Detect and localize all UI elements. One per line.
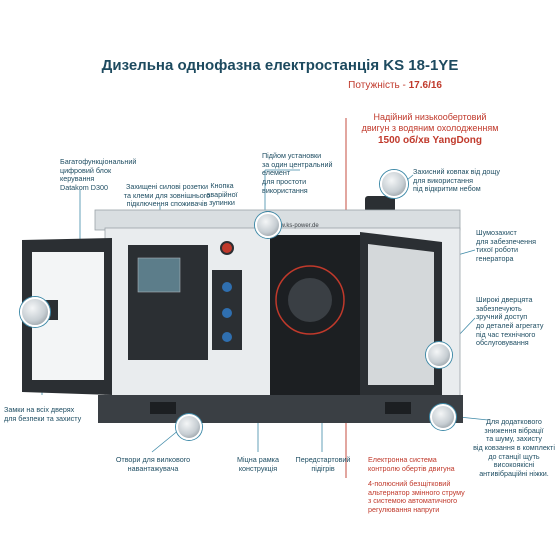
callout-line: від ковзання в комплекті [473, 442, 555, 452]
callout-line: Для додаткового [486, 417, 542, 426]
callout-line: конструкція [238, 463, 278, 473]
callout-line: Передстартовий [295, 455, 351, 464]
door-detail-bubble [426, 342, 452, 368]
alternator-callout: 4-полюсний безщітковий альтернатор змінн… [368, 479, 465, 515]
engine-block [288, 278, 332, 322]
callout-line: керування [60, 174, 95, 184]
engine-line-2: двигун з водяним охолодженням [361, 123, 499, 134]
vibration-detail-bubble [430, 404, 456, 430]
callout-line: до станції щуть [488, 451, 540, 461]
ecu-callout: Електронна система контролю обертів двиг… [368, 455, 455, 473]
noise-callout: Шумозахист для забезпечення тихої роботи… [476, 228, 536, 264]
lifting-detail-bubble [255, 212, 281, 238]
emergency-stop-button [220, 241, 234, 255]
callout-line: Замки на всіх дверях [4, 405, 75, 414]
callout-line: підключення споживачів [126, 199, 208, 209]
socket-3 [222, 332, 232, 342]
fork-pocket-right [385, 402, 411, 414]
callout-line: Електронна система [368, 455, 437, 464]
callout-line: антивібраційні ніжки. [479, 468, 549, 478]
callout-line: та клеми для зовнішнього [123, 190, 211, 200]
callout-line: під час технічного [476, 329, 536, 339]
doors-callout: Широкі дверцята забезпечують зручний дос… [476, 295, 544, 348]
callout-line: зручний доступ [476, 312, 528, 322]
callout-line: для забезпечення [476, 236, 536, 246]
datakom-controller [137, 257, 181, 293]
callout-line: Міцна рамка [237, 455, 279, 464]
callout-line: Підйом установки [262, 151, 322, 160]
socket-2 [222, 308, 232, 318]
lifting-callout: Підйом установки за один центральний еле… [262, 151, 333, 195]
callout-line: аварійної [206, 189, 238, 199]
callout-line: та шуму, захисту [486, 434, 542, 444]
callout-line: зупинки [209, 198, 235, 208]
vibration-callout: Для додаткового зниження вібрації та шум… [470, 417, 558, 478]
callout-line: контролю обертів двигуна [368, 463, 455, 473]
callout-line: навантажувача [127, 463, 179, 473]
fork-pocket-left [150, 402, 176, 414]
power-label: Потужність - [348, 80, 406, 91]
callout-line: Шумозахист [476, 228, 517, 237]
rain-cap-callout: Захисний ковпак від дощу для використанн… [413, 167, 500, 194]
callout-line: під відкритим небом [413, 184, 481, 194]
callout-line: Datakom D300 [60, 182, 108, 192]
callout-line: Захищені силові розетки [126, 182, 208, 191]
callout-line: забезпечують [476, 303, 522, 313]
engine-line-3: 1500 об/хв YangDong [377, 134, 483, 146]
exhaust-pipe [365, 196, 395, 212]
callout-line: використання [262, 185, 308, 195]
model-name: KS 18-1YE [383, 57, 459, 74]
website-label: www.ks-power.de [272, 223, 319, 229]
title-text: Дизельна однофазна електростанція [101, 57, 380, 74]
callout-line: для використання [413, 175, 473, 185]
socket-1 [222, 282, 232, 292]
locks-callout: Замки на всіх дверях для безпеки та захи… [4, 405, 82, 423]
callout-line: генератора [476, 253, 514, 263]
callout-line: до деталей агрегату [476, 320, 544, 330]
power-value: 17.6/16 [408, 80, 442, 91]
preheat-callout: Передстартовий підігрів [290, 455, 356, 473]
frame-callout: Міцна рамка конструкція [228, 455, 288, 473]
callout-line: обслуговування [476, 338, 529, 348]
callout-line: 4-полюсний безщітковий [368, 479, 451, 488]
fork-detail-bubble [176, 414, 202, 440]
page-title: Дизельна однофазна електростанція KS 18-… [0, 57, 560, 74]
callout-line: тихої роботи [476, 245, 519, 255]
callout-line: Багатофункціональний [60, 157, 137, 166]
noise-insulation-panel [368, 244, 434, 385]
power-line: Потужність - 17.6/16 [348, 80, 442, 91]
callout-line: для простоти [262, 176, 307, 186]
callout-line: високоякісні [493, 460, 535, 470]
estop-callout: Кнопка аварійної зупинки [200, 181, 244, 208]
engine-highlight: Надійний низькообертовий двигун з водяни… [345, 112, 515, 147]
callout-line: альтернатор змінного струму [368, 487, 465, 497]
fork-callout: Отвори для вилкового навантажувача [108, 455, 198, 473]
rain-cap-detail-bubble [380, 170, 408, 198]
engine-line-1: Надійний низькообертовий [373, 112, 487, 122]
sockets-callout: Захищені силові розетки та клеми для зов… [112, 182, 222, 209]
callout-line: для безпеки та захисту [4, 413, 82, 423]
callout-line: цифровий блок [60, 165, 112, 175]
engine-highlight-ring [275, 265, 345, 335]
callout-line: Отвори для вилкового [115, 455, 191, 464]
callout-line: регулювання напруги [368, 504, 440, 514]
callout-line: за один центральний [262, 159, 333, 169]
callout-line: зниження вібрації [484, 425, 544, 435]
controller-callout: Багатофункціональний цифровий блок керув… [60, 157, 137, 193]
callout-line: Широкі дверцята [476, 295, 533, 304]
door-lock-detail-bubble [20, 297, 50, 327]
callout-line: елемент [262, 168, 291, 178]
callout-line: Кнопка [210, 181, 234, 190]
callout-line: Захисний ковпак від дощу [413, 167, 500, 176]
callout-line: з системою автоматичного [368, 496, 458, 506]
callout-line: підігрів [311, 463, 335, 473]
